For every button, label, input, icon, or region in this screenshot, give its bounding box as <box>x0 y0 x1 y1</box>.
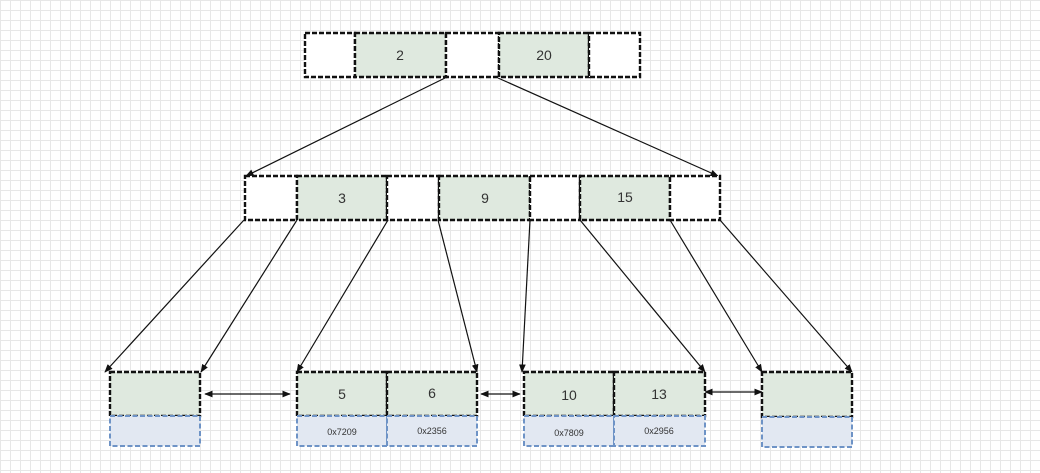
link-internal-to-leaf-2 <box>296 219 389 373</box>
leaf-node-1 <box>108 370 202 447</box>
leaf-node-4 <box>760 370 854 448</box>
leaf-data-cell <box>386 415 478 447</box>
leaf-key-text: 6 <box>428 385 436 401</box>
link-internal-to-leaf-1 <box>104 219 245 373</box>
leaf-node-3: 10 13 0x7809 0x2956 <box>522 370 707 447</box>
internal-key-text: 9 <box>481 190 489 206</box>
leaf-address-text: 0x2956 <box>644 426 674 436</box>
leaf-address-text: 0x7209 <box>327 427 357 437</box>
root-key-text: 2 <box>396 47 404 63</box>
internal-key-cell <box>295 174 389 222</box>
link-internal-to-leaf-3 <box>519 219 531 373</box>
leaf-address-text: 0x2356 <box>417 426 447 436</box>
root-pointer-cell <box>303 31 357 79</box>
root-key-cell <box>353 31 448 79</box>
root-node: 2 20 <box>303 31 642 79</box>
leaf-data-cell <box>761 416 853 448</box>
leaf-key-cell <box>760 370 854 419</box>
internal-key-text: 3 <box>338 190 346 206</box>
link-internal-to-leaf-2 <box>437 219 479 373</box>
internal-key-cell <box>437 174 532 222</box>
tree-links <box>104 77 853 373</box>
leaf-data-cell <box>296 415 388 447</box>
internal-node: 3 9 15 <box>243 174 722 222</box>
leaf-key-text: 10 <box>561 387 577 403</box>
leaf-sibling-links <box>204 388 763 398</box>
leaf-node-2: 5 6 0x7209 0x2356 <box>295 370 479 447</box>
link-root-to-internal-left <box>245 77 446 177</box>
internal-pointer-cell <box>528 174 582 222</box>
internal-pointer-cell <box>243 174 299 222</box>
link-root-to-internal-right <box>497 77 719 177</box>
internal-pointer-cell <box>385 174 441 222</box>
root-key-cell <box>497 31 591 79</box>
root-key-text: 20 <box>536 47 552 63</box>
link-internal-to-leaf-4 <box>669 219 763 373</box>
leaf-data-cell <box>613 415 706 447</box>
internal-pointer-cell <box>668 174 722 222</box>
link-internal-to-leaf-3 <box>579 219 706 373</box>
link-internal-to-leaf-1 <box>200 219 298 373</box>
leaf-key-text: 5 <box>338 386 346 402</box>
leaf-data-cell <box>109 415 201 447</box>
leaf-address-text: 0x7809 <box>554 428 584 438</box>
root-pointer-cell <box>587 31 642 79</box>
leaf-key-cell <box>385 370 479 418</box>
root-pointer-cell <box>444 31 501 79</box>
leaf-key-cell <box>108 370 202 418</box>
leaf-key-cell <box>295 370 389 418</box>
leaf-key-cell <box>612 370 707 418</box>
link-internal-to-leaf-4 <box>719 219 853 373</box>
leaf-key-text: 13 <box>651 386 667 402</box>
internal-key-text: 15 <box>617 189 633 205</box>
leaf-data-cell <box>523 415 615 447</box>
